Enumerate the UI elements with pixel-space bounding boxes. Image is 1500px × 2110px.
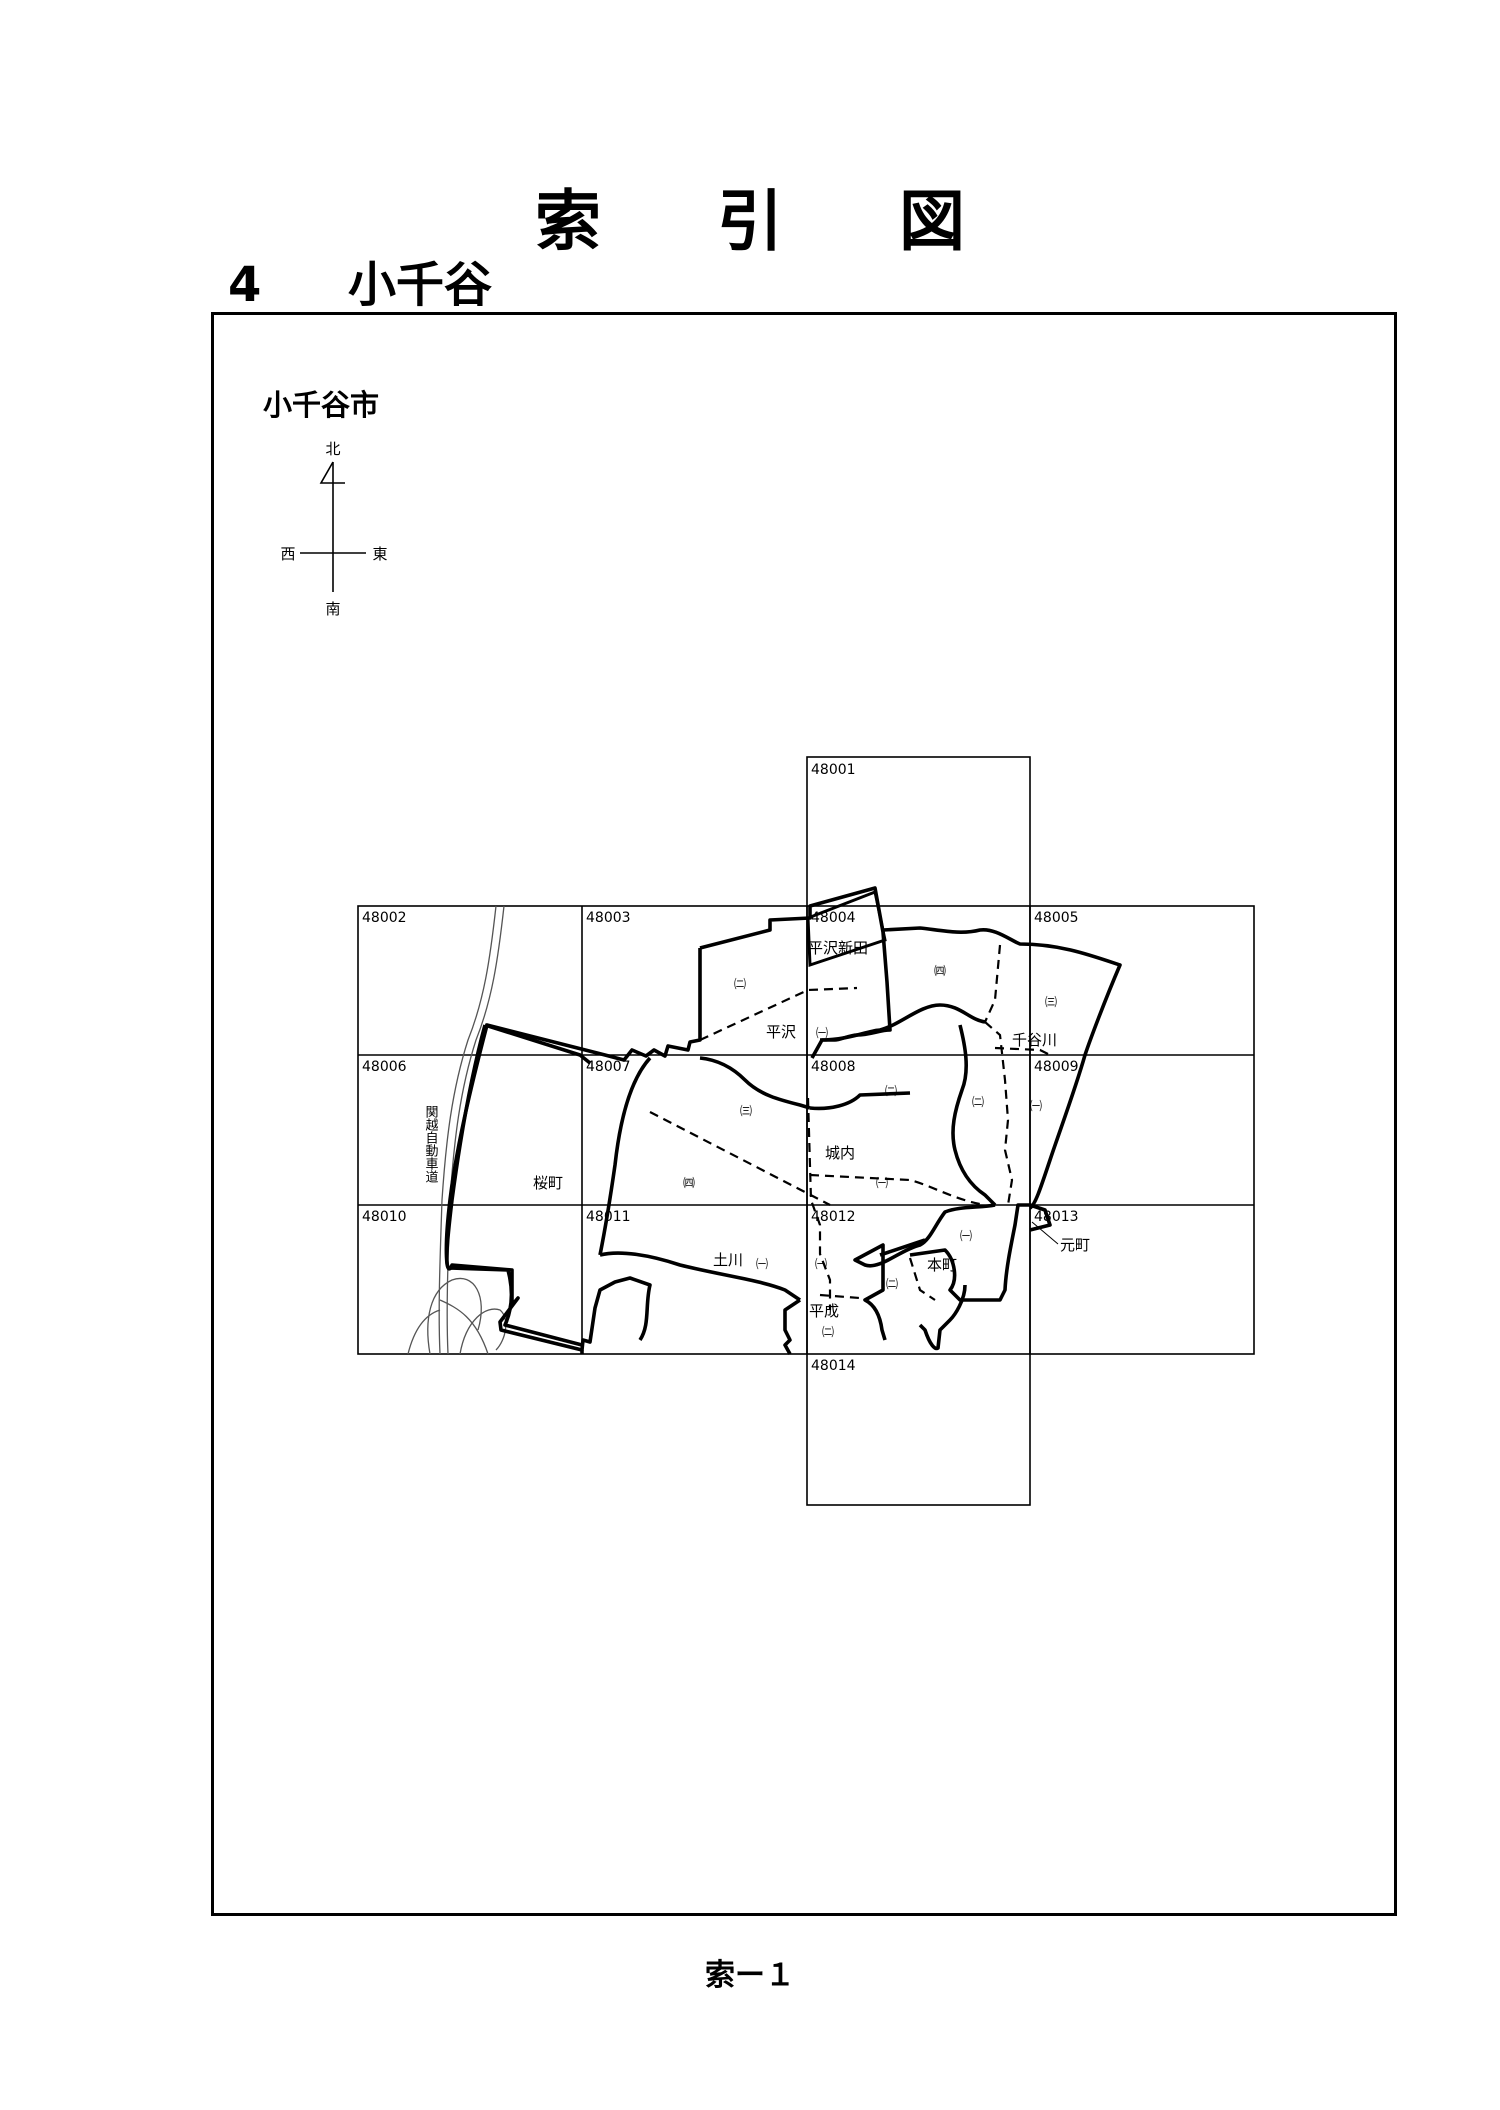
sheet-label-48010: 48010 — [362, 1209, 407, 1225]
district-num-jonai-ni: ㈡ — [885, 1084, 897, 1098]
place-hirasawa: 平沢 — [766, 1023, 796, 1041]
district-num-hirasawa-ni: ㈡ — [734, 977, 746, 991]
district-num-ni-east: ㈡ — [972, 1095, 984, 1109]
district-num-tsuchikawa-ichi: ㈠ — [756, 1257, 768, 1271]
section-name: 小千谷 — [348, 257, 493, 313]
section-number: 4 — [228, 257, 262, 313]
city-boundary — [444, 886, 1122, 1355]
sheet-label-48004: 48004 — [811, 910, 856, 926]
place-heisei: 平成 — [809, 1302, 839, 1320]
district-num-motomachi-ni: ㈡ — [886, 1277, 898, 1291]
district-num-san-west: ㈢ — [740, 1104, 752, 1118]
place-hirasawa-shinden: 平沢新田 — [808, 939, 868, 957]
compass-east: 東 — [372, 545, 387, 563]
compass-west: 西 — [280, 545, 295, 563]
expressway-label: 関越自動車道 — [423, 1105, 439, 1183]
district-num-heisei-ichi: ㈠ — [815, 1257, 827, 1271]
hirasawa-shinden-boundary — [806, 889, 887, 968]
section-heading: 4 小千谷 — [228, 245, 492, 315]
sheet-label-48001: 48001 — [811, 762, 856, 778]
map-frame — [211, 312, 1397, 1916]
sheet-label-48002: 48002 — [362, 910, 407, 926]
district-num-hirasawa-ichi: ㈠ — [816, 1026, 828, 1040]
compass-north: 北 — [325, 440, 340, 458]
page-footer: 索ー１ — [705, 1958, 795, 1993]
sheet-label-48014: 48014 — [811, 1358, 856, 1374]
place-motomachi-gen: 元町 — [1060, 1236, 1090, 1254]
district-dashed-lines — [649, 944, 1051, 1310]
motomachi-leader-line — [1031, 1221, 1059, 1245]
city-label: 小千谷市 — [263, 388, 380, 422]
place-chiyagawa: 千谷川 — [1012, 1031, 1057, 1049]
sheet-label-48011: 48011 — [586, 1209, 631, 1225]
sheet-label-48005: 48005 — [1034, 910, 1079, 926]
sheet-label-48008: 48008 — [811, 1059, 856, 1075]
place-sakuramachi: 桜町 — [533, 1174, 563, 1192]
district-num-yon-ne: ㈣ — [934, 964, 946, 978]
district-num-chiyagawa-ichi: ㈠ — [1030, 1099, 1042, 1113]
sheet-label-48006: 48006 — [362, 1059, 407, 1075]
district-num-jonai-ichi: ㈠ — [876, 1176, 888, 1190]
sheet-label-48013: 48013 — [1034, 1209, 1079, 1225]
place-tsuchikawa: 土川 — [713, 1251, 743, 1269]
page-title: 索引図 — [0, 168, 1500, 264]
district-num-heisei-ni: ㈡ — [822, 1325, 834, 1339]
compass-south: 南 — [325, 600, 340, 618]
title-char-2: 引 — [717, 183, 783, 260]
title-char-3: 図 — [899, 183, 965, 260]
sheet-label-48012: 48012 — [811, 1209, 856, 1225]
title-char-1: 索 — [535, 183, 601, 260]
sheet-label-48007: 48007 — [586, 1059, 631, 1075]
compass-icon — [300, 461, 366, 592]
expressway-road — [407, 905, 507, 1355]
sheet-label-48009: 48009 — [1034, 1059, 1079, 1075]
district-num-chiyagawa-san: ㈢ — [1045, 995, 1057, 1009]
place-motomachi-hon: 本町 — [927, 1256, 957, 1274]
district-num-yon-west: ㈣ — [683, 1176, 695, 1190]
sakuramachi-boundary — [445, 1023, 592, 1347]
sheet-grid — [357, 756, 1255, 1506]
district-num-motomachi-ichi: ㈠ — [960, 1229, 972, 1243]
place-jonai: 城内 — [825, 1144, 855, 1162]
sheet-label-48003: 48003 — [586, 910, 631, 926]
